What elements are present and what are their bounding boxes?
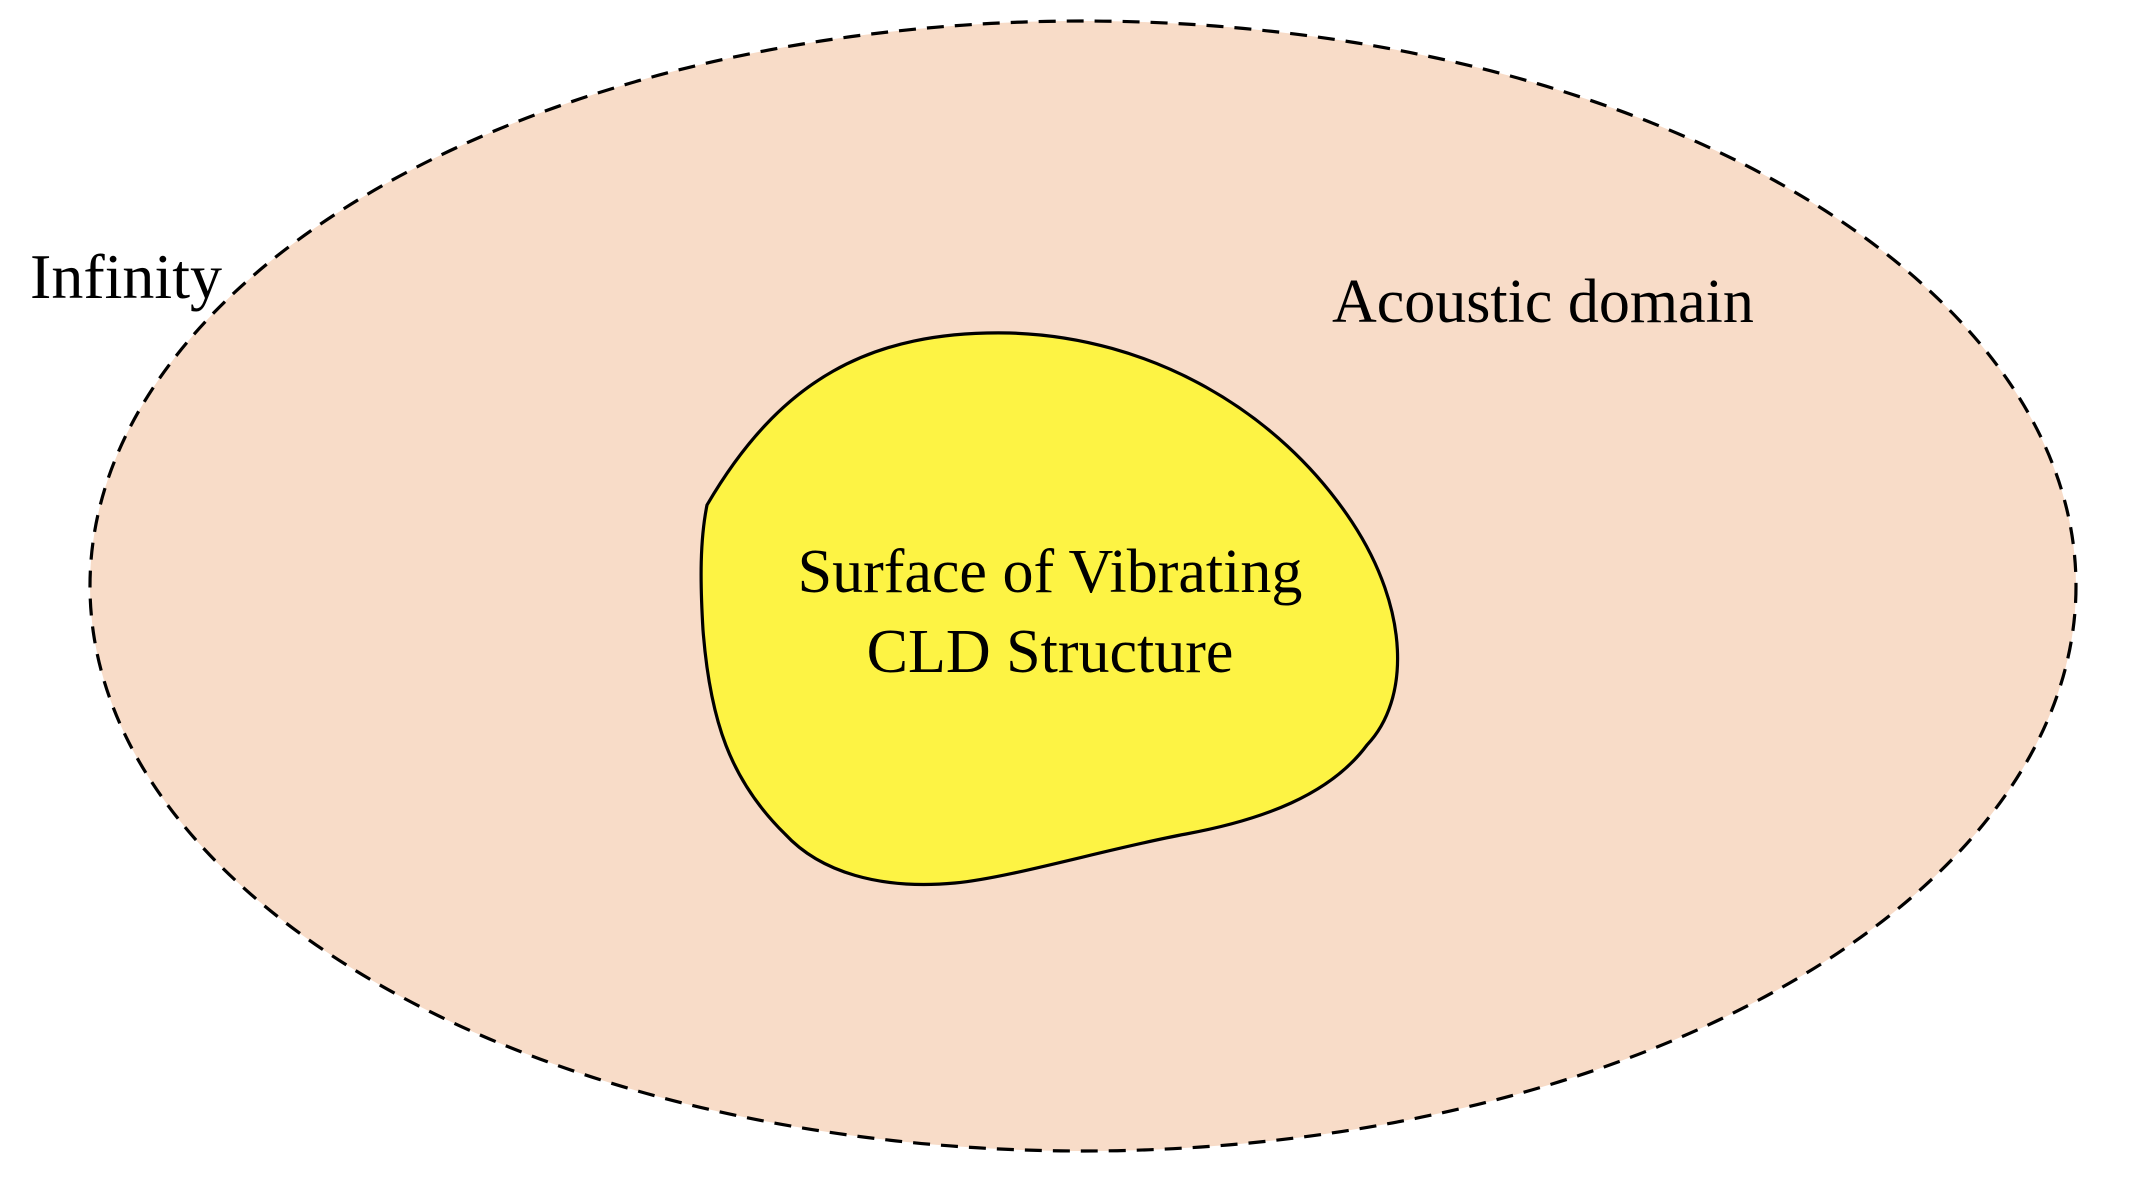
vibrating-structure-surface [699, 331, 1400, 887]
infinity-label: Infinity [30, 241, 222, 312]
structure-label-line1: Surface of Vibrating [798, 538, 1303, 606]
structure-label-line2: CLD Structure [867, 618, 1234, 686]
acoustic-domain-label: Acoustic domain [1332, 268, 1754, 336]
